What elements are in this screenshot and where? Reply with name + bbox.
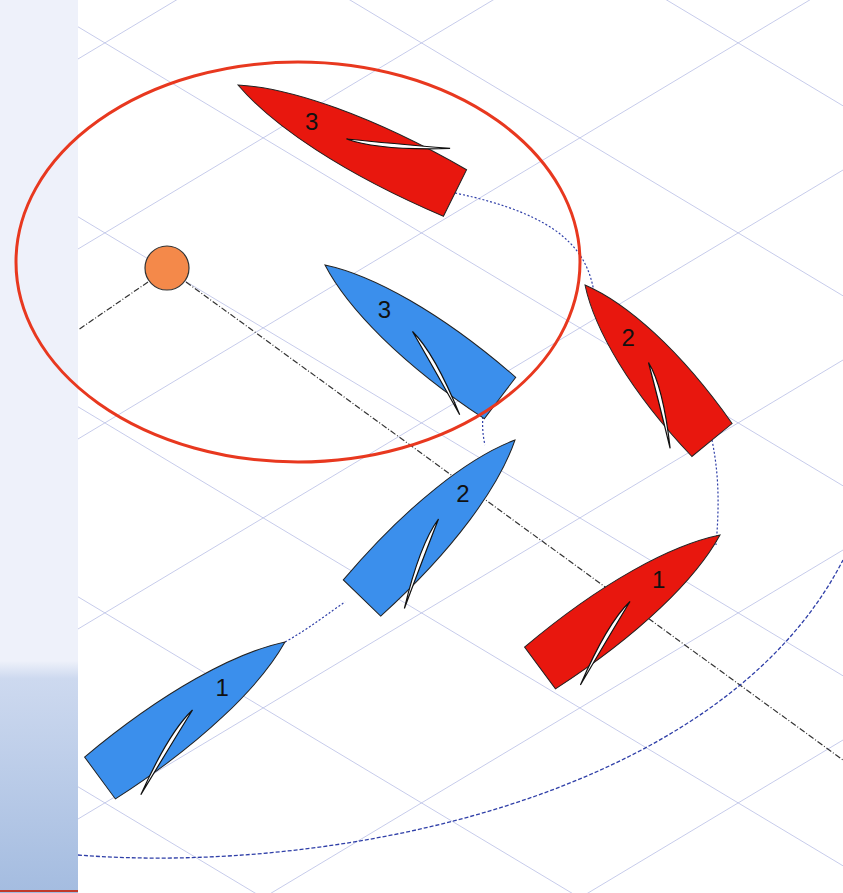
boat-track [455, 193, 595, 300]
grid-line [78, 170, 843, 676]
sailboat [302, 243, 517, 428]
sail [377, 519, 465, 608]
boat-track [285, 602, 345, 642]
hull [342, 421, 535, 618]
sailboat [84, 620, 308, 809]
hull [84, 620, 302, 801]
sail [347, 105, 451, 182]
highlight-ellipse [16, 62, 580, 462]
grid-line [78, 740, 843, 893]
sail [558, 602, 652, 686]
grid-line [78, 0, 843, 106]
grid-line [78, 0, 843, 296]
boat-track [712, 440, 718, 545]
sailboat [226, 51, 472, 218]
hull [308, 243, 517, 420]
grid-line [78, 360, 843, 866]
callout-number: 1 [215, 676, 228, 700]
wind-grid [78, 0, 843, 893]
side-panel [0, 0, 78, 893]
grid-line [78, 170, 843, 676]
grid-line [78, 0, 843, 486]
grid-line [78, 550, 843, 893]
sail [119, 710, 215, 795]
grid-line [78, 360, 843, 866]
rounding-mark [145, 246, 189, 290]
layline [186, 282, 843, 760]
grid-line [78, 0, 843, 106]
callout-number: 3 [378, 298, 391, 322]
grid-line [78, 550, 843, 893]
hull [563, 267, 733, 457]
callout-number: 1 [652, 568, 665, 592]
grid-line [78, 740, 843, 893]
sail [619, 363, 699, 449]
boat-track [78, 560, 843, 858]
sailboat [523, 513, 742, 699]
sail [390, 332, 483, 415]
hull [523, 513, 736, 691]
callout-number: 2 [622, 326, 635, 350]
grid-line [78, 0, 843, 296]
sailboat [556, 267, 734, 464]
hull [226, 60, 468, 218]
layline [78, 282, 148, 330]
sailboat [342, 421, 542, 625]
callout-number: 2 [456, 482, 469, 506]
callout-number: 3 [305, 110, 318, 134]
panel-rule [0, 890, 78, 892]
grid-line [78, 0, 843, 486]
